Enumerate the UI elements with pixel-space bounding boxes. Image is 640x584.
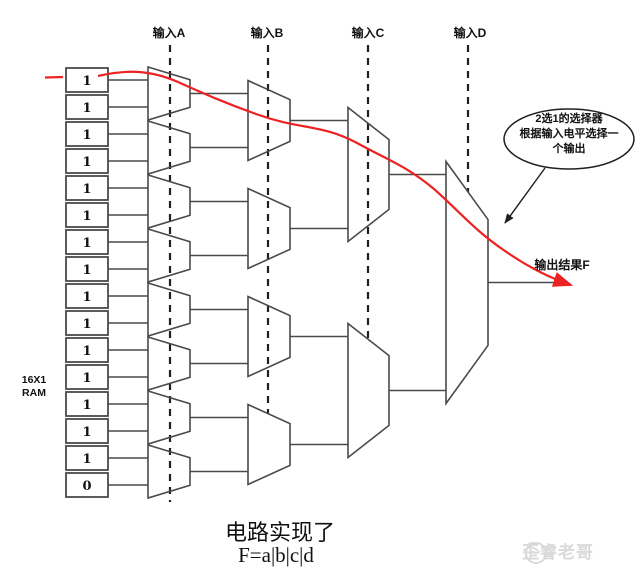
ram-cell	[65, 256, 109, 282]
output-result-label: 输出结果F	[534, 258, 590, 272]
callout-line1: 2选1的选择器	[535, 113, 603, 125]
callout-line2: 根据输入电平选择一	[519, 128, 619, 140]
mux-2to1	[247, 295, 291, 378]
mux-2to1	[247, 187, 291, 270]
ram-cell	[65, 148, 109, 174]
mux-2to1	[147, 119, 191, 176]
ram-label-line2: RAM	[22, 387, 46, 399]
ram-cell	[65, 337, 109, 363]
ram-cells: 1 1 1 1 1 1 1 1 1 1 1 1 1 1 1 0	[65, 67, 109, 498]
input-a-label: 输入A	[152, 26, 186, 40]
mux-2to1	[147, 173, 191, 230]
ram-label: 16X1 RAM	[8, 374, 60, 400]
ram-cell-value: 1	[82, 452, 91, 467]
ram-cell-value: 0	[82, 479, 91, 494]
watermark-text: 歪睿老哥	[522, 543, 594, 562]
ram-cell	[65, 364, 109, 390]
ram-cell	[65, 121, 109, 147]
ram-cell-value: 1	[82, 344, 91, 359]
mux-2to1	[247, 403, 291, 486]
ram-cell-value: 1	[82, 74, 91, 89]
mux-2to1	[147, 227, 191, 284]
ram-cell	[65, 67, 109, 93]
select-lines	[168, 45, 470, 502]
ram-cell-value: 1	[82, 371, 91, 386]
ram-cell-value: 1	[82, 128, 91, 143]
ram-cell	[65, 445, 109, 471]
mux-2to1	[347, 321, 390, 460]
ram-cell	[65, 175, 109, 201]
ram-cell-value: 1	[82, 209, 91, 224]
ram-cell-value: 1	[82, 101, 91, 116]
ram-cell	[65, 229, 109, 255]
ram-cell	[65, 418, 109, 444]
caption-line1: 电路实现了	[224, 520, 335, 545]
ram-cell	[65, 310, 109, 336]
ram-cell-value: 1	[82, 263, 91, 278]
mux-2to1	[247, 79, 291, 162]
ram-cell	[65, 391, 109, 417]
ram-cell	[65, 94, 109, 120]
wires	[108, 79, 564, 486]
mux-2to1	[147, 65, 191, 122]
ram-cell-value: 1	[82, 236, 91, 251]
signal-path-red	[97, 70, 574, 287]
callout-line3: 个输出	[552, 143, 586, 155]
callout-arrow	[504, 167, 546, 224]
ram-cell-value: 1	[82, 398, 91, 413]
mux-2to1	[147, 281, 191, 338]
callout-bubble	[503, 108, 635, 170]
input-b-label: 输入B	[250, 26, 284, 40]
mux-2to1	[445, 159, 489, 406]
caption-line2: F=a|b|c|d	[238, 543, 314, 567]
input-c-label: 输入C	[351, 26, 385, 40]
watermark: 歪睿老哥	[522, 538, 594, 564]
ram-cell-value: 1	[82, 317, 91, 332]
watermark-logo-icon	[525, 542, 547, 564]
mux-2to1	[147, 335, 191, 392]
mux-2to1	[147, 389, 191, 446]
ram-cell-value: 1	[82, 290, 91, 305]
ram-cell-value: 1	[82, 155, 91, 170]
annotations	[44, 70, 635, 287]
ram-cell-value: 1	[82, 182, 91, 197]
ram-cell	[65, 283, 109, 309]
mux-2to1	[147, 443, 191, 500]
ram-cell-value: 1	[82, 425, 91, 440]
ram-cell	[65, 472, 109, 498]
mux-2to1	[347, 105, 390, 244]
input-d-label: 输入D	[453, 26, 487, 40]
signal-path-red-start	[44, 75, 64, 79]
ram-label-line1: 16X1	[21, 374, 47, 386]
mux-array	[147, 65, 489, 500]
callout-text: 2选1的选择器 根据输入电平选择一 个输出	[502, 112, 636, 157]
ram-cell	[65, 202, 109, 228]
